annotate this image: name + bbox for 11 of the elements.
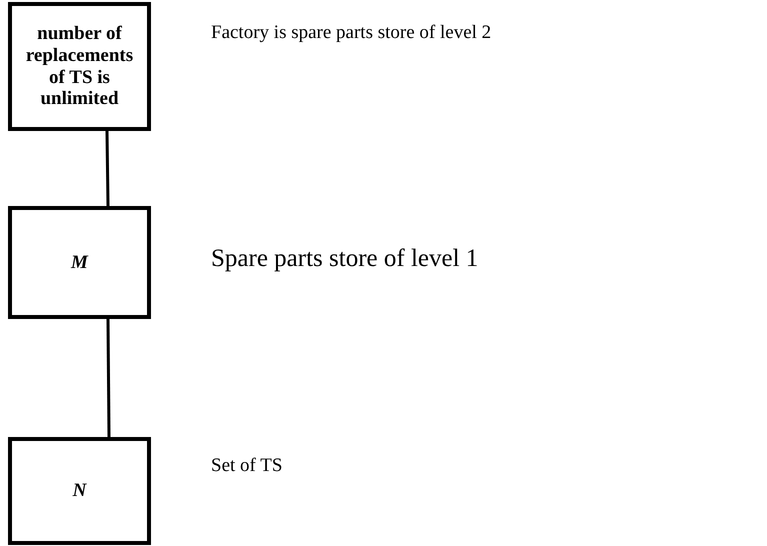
box-text: N <box>72 480 86 502</box>
process-box <box>8 206 151 319</box>
box-text: M <box>71 252 88 274</box>
connector-line <box>106 318 110 438</box>
process-box <box>8 437 151 545</box>
process-box <box>8 2 151 131</box>
connector-line <box>106 130 110 206</box>
level-description: Set of TS <box>211 455 282 477</box>
box-text: number of replacements of TS is unlimited <box>24 22 134 110</box>
level-description: Spare parts store of level 1 <box>211 245 478 273</box>
level-description: Factory is spare parts store of level 2 <box>211 22 492 44</box>
